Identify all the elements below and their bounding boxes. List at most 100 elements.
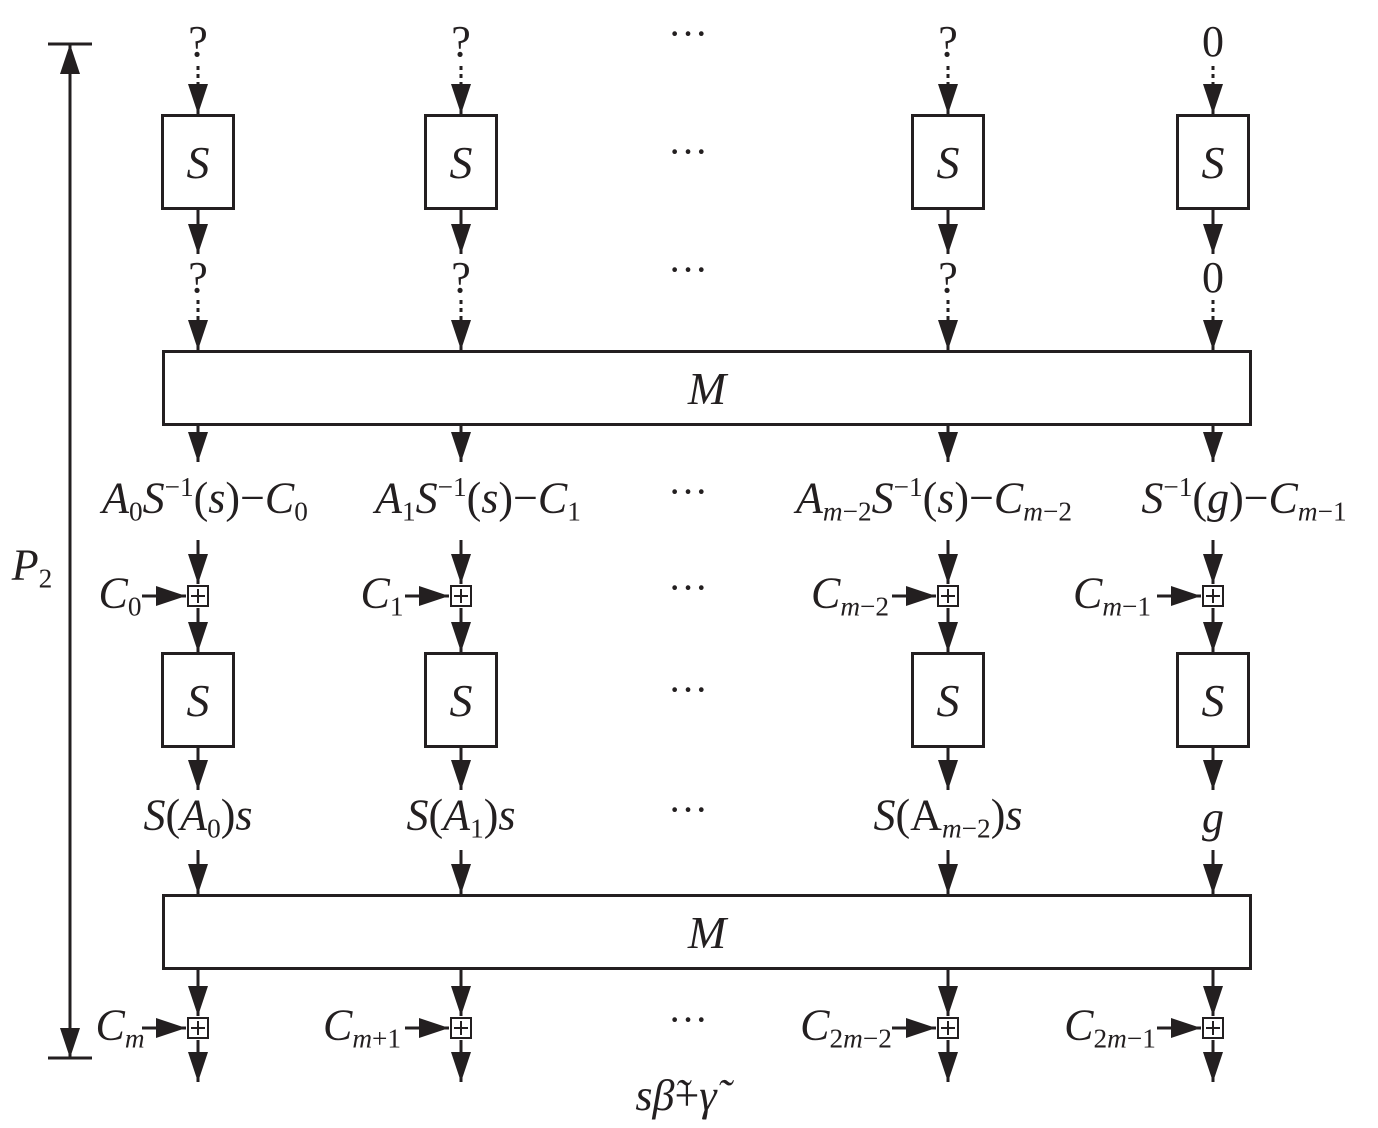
sbox-output-label-0: S(A0)s	[143, 790, 253, 844]
sbox-top-out-arrow-3-head	[1203, 224, 1223, 254]
key1-arrow-2-head	[906, 586, 936, 606]
key1-in-arrow-0-head	[188, 554, 208, 584]
output-arrow-1-head	[451, 1052, 471, 1082]
key1-arrow-0-head	[156, 586, 186, 606]
key-add-1-1	[450, 585, 472, 607]
key-add-2-0	[187, 1017, 209, 1039]
mix1-in-arrow-3-head	[1203, 320, 1223, 350]
key1-in-arrow-2-head	[938, 554, 958, 584]
sbox-bot-out-arrow-2-head	[938, 760, 958, 790]
mix1-in-arrow-2-head	[938, 320, 958, 350]
key2-arrow-0-head	[156, 1018, 186, 1038]
key-add-1-2	[937, 585, 959, 607]
ellipsis-7: ···	[668, 997, 708, 1042]
key1-label-0: C0	[98, 568, 142, 622]
input-arrow-1-head	[451, 84, 471, 114]
sbox-bot-in-arrow-0-head	[188, 622, 208, 652]
key1-in-arrow-1-head	[451, 554, 471, 584]
input-label-3: 0	[1202, 17, 1224, 66]
round-span-bottom-arrow-head	[60, 1028, 80, 1058]
output-arrow-0-head	[188, 1052, 208, 1082]
mix-layer-1: M	[162, 350, 1252, 426]
key-add-1-0	[187, 585, 209, 607]
input-label-1: ?	[451, 17, 471, 66]
ellipsis-5: ···	[668, 667, 708, 712]
mix1-out-arrow-1-head	[451, 432, 471, 462]
sbox-bottom-1: S	[424, 652, 498, 748]
key1-arrow-3-head	[1171, 586, 1201, 606]
expr-label-3: S−1(g)−Cm−1	[1141, 472, 1347, 527]
mix-layer-2: M	[162, 894, 1252, 970]
key2-in-arrow-1-head	[451, 986, 471, 1016]
key1-label-1: C1	[360, 568, 404, 622]
round-label: P2	[11, 540, 53, 594]
key1-label-2: Cm−2	[810, 568, 890, 622]
sbox-bot-in-arrow-2-head	[938, 622, 958, 652]
key2-in-arrow-3-head	[1203, 986, 1223, 1016]
sbox-output-label-1: S(A1)s	[406, 790, 516, 844]
round-span-top-arrow-head	[60, 44, 80, 74]
ellipsis-4: ···	[668, 565, 708, 610]
key1-label-3: Cm−1	[1072, 568, 1152, 622]
key2-arrow-3-head	[1171, 1018, 1201, 1038]
mix1-out-arrow-3-head	[1203, 432, 1223, 462]
expr-label-0: A0S−1(s)−C0	[102, 472, 308, 527]
input-arrow-0-head	[188, 84, 208, 114]
mix2-in-arrow-1-head	[451, 864, 471, 894]
sbox-top-out-arrow-1-head	[451, 224, 471, 254]
key-add-2-3	[1202, 1017, 1224, 1039]
mix2-in-arrow-0-head	[188, 864, 208, 894]
expr-label-2: Am−2S−1(s)−Cm−2	[796, 472, 1072, 527]
sbox-bot-out-arrow-3-head	[1203, 760, 1223, 790]
mix2-in-arrow-3-head	[1203, 864, 1223, 894]
key2-label-2: C2m−2	[800, 1000, 892, 1054]
sbox-top-out-arrow-2-head	[938, 224, 958, 254]
sbox-output-label-2: S(Am−2)s	[873, 790, 1023, 844]
ellipsis-1: ···	[668, 129, 708, 174]
input-arrow-2-head	[938, 84, 958, 114]
key2-label-3: C2m−1	[1064, 1000, 1156, 1054]
sbox-bot-out-arrow-1-head	[451, 760, 471, 790]
key2-arrow-2-head	[906, 1018, 936, 1038]
ellipsis-2: ···	[668, 247, 708, 292]
key-add-1-3	[1202, 585, 1224, 607]
input-label-2: ?	[938, 17, 958, 66]
ellipsis-0: ···	[668, 11, 708, 56]
sbox-top-0: S	[161, 114, 235, 210]
mid-label-2: ?	[938, 253, 958, 302]
sbox-top-out-arrow-0-head	[188, 224, 208, 254]
mid-label-3: 0	[1202, 253, 1224, 302]
ellipsis-3: ···	[668, 469, 708, 514]
expr-label-1: A1S−1(s)−C1	[375, 472, 581, 527]
sbox-bottom-3: S	[1176, 652, 1250, 748]
sbox-bot-in-arrow-3-head	[1203, 622, 1223, 652]
sbox-bot-out-arrow-0-head	[188, 760, 208, 790]
output-label: sβ̃+γ̃	[635, 1071, 717, 1120]
ellipsis-6: ···	[668, 787, 708, 832]
key1-arrow-1-head	[419, 586, 449, 606]
output-arrow-2-head	[938, 1052, 958, 1082]
key2-label-1: Cm+1	[322, 1000, 402, 1054]
key2-in-arrow-0-head	[188, 986, 208, 1016]
key-add-2-2	[937, 1017, 959, 1039]
mix1-out-arrow-0-head	[188, 432, 208, 462]
key2-in-arrow-2-head	[938, 986, 958, 1016]
input-arrow-3-head	[1203, 84, 1223, 114]
mix2-in-arrow-2-head	[938, 864, 958, 894]
mid-label-1: ?	[451, 253, 471, 302]
sbox-top-3: S	[1176, 114, 1250, 210]
output-arrow-3-head	[1203, 1052, 1223, 1082]
sbox-top-1: S	[424, 114, 498, 210]
mix1-in-arrow-1-head	[451, 320, 471, 350]
sbox-bottom-0: S	[161, 652, 235, 748]
sbox-bot-in-arrow-1-head	[451, 622, 471, 652]
input-label-0: ?	[188, 17, 208, 66]
mix1-in-arrow-0-head	[188, 320, 208, 350]
sbox-output-label-3: g	[1202, 793, 1224, 842]
sbox-bottom-2: S	[911, 652, 985, 748]
mix1-out-arrow-2-head	[938, 432, 958, 462]
key-add-2-1	[450, 1017, 472, 1039]
key1-in-arrow-3-head	[1203, 554, 1223, 584]
key2-arrow-1-head	[419, 1018, 449, 1038]
